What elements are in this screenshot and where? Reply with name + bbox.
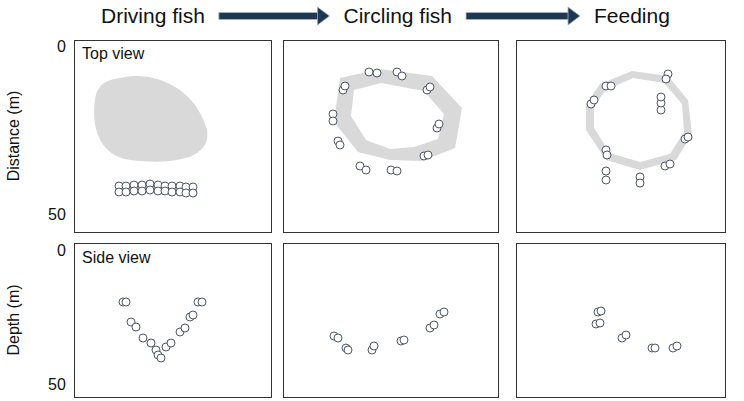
fish-marker xyxy=(424,151,432,159)
fish-marker xyxy=(684,133,692,141)
fish-marker xyxy=(651,344,659,352)
axis-tick: 0 xyxy=(57,38,66,56)
stage-heading: Circling fish xyxy=(330,4,467,28)
fish-marker xyxy=(370,342,378,350)
fish-marker xyxy=(181,324,189,332)
stage-heading: Feeding xyxy=(580,4,684,28)
fish-marker xyxy=(435,120,443,128)
fish-marker xyxy=(362,166,370,174)
arrow-shaft xyxy=(466,13,569,20)
panel-frames xyxy=(75,41,726,398)
fish-marker xyxy=(400,336,408,344)
fish-marker xyxy=(597,307,605,315)
stage-title: Driving fish xyxy=(101,4,205,27)
flow-arrow xyxy=(219,7,330,25)
arrow-shaft xyxy=(219,13,319,20)
fish-marker xyxy=(373,69,381,77)
fish-marker xyxy=(146,186,154,194)
fish-school xyxy=(94,76,207,162)
fish-marker xyxy=(329,117,337,125)
axis-title: Distance (m) xyxy=(5,91,23,182)
fish-ring xyxy=(334,69,462,161)
fish-marker xyxy=(596,319,604,327)
fish-marker xyxy=(662,75,670,83)
fish-marker xyxy=(132,323,140,331)
fish-markers xyxy=(115,68,692,362)
fish-marker xyxy=(157,354,165,362)
fish-marker xyxy=(168,188,176,196)
view-label: Side view xyxy=(82,249,150,267)
fish-marker xyxy=(344,346,352,354)
fish-marker xyxy=(430,321,438,329)
fish-marker xyxy=(341,82,349,90)
view-label: Top view xyxy=(82,45,144,63)
axis-title: Depth (m) xyxy=(5,284,23,355)
axis-tick: 50 xyxy=(48,206,66,224)
stage-title: Circling fish xyxy=(344,4,453,27)
fish-marker xyxy=(673,342,681,350)
arrow-head xyxy=(568,7,580,25)
flow-arrow xyxy=(466,7,580,25)
fish-marker xyxy=(189,311,197,319)
panel-frame xyxy=(284,244,499,398)
fish-marker xyxy=(590,96,598,104)
fish-marker xyxy=(398,72,406,80)
axis-tick: 50 xyxy=(48,376,66,394)
stage-heading: Driving fish xyxy=(87,4,219,28)
fish-marker xyxy=(426,83,434,91)
fish-marker xyxy=(393,167,401,175)
fish-marker xyxy=(666,160,674,168)
fish-marker xyxy=(622,331,630,339)
panel-frame xyxy=(75,41,272,233)
arrow-head xyxy=(318,7,330,25)
fish-marker xyxy=(334,334,342,342)
fish-marker xyxy=(167,339,175,347)
panel-frame xyxy=(517,41,726,233)
fish-marker xyxy=(603,151,611,159)
panel-frame xyxy=(517,244,726,398)
fish-marker xyxy=(607,82,615,90)
panel-frame xyxy=(75,244,272,398)
panel-frame xyxy=(284,41,499,233)
fish-marker xyxy=(365,68,373,76)
fish-marker xyxy=(636,179,644,187)
fish-marker xyxy=(198,298,206,306)
fish-marker xyxy=(139,334,147,342)
axis-tick: 0 xyxy=(57,242,66,260)
fish-marker xyxy=(602,176,610,184)
fish-ring xyxy=(586,71,692,170)
fish-marker xyxy=(122,188,130,196)
fish-marker xyxy=(122,298,130,306)
fish-marker xyxy=(657,93,665,101)
fish-marker xyxy=(440,308,448,316)
fish-marker xyxy=(336,141,344,149)
fish-marker xyxy=(138,187,146,195)
fish-marker xyxy=(602,167,610,175)
fish-marker xyxy=(147,339,155,347)
stage-title: Feeding xyxy=(594,4,670,27)
fish-marker xyxy=(189,189,197,197)
fish-marker xyxy=(130,187,138,195)
